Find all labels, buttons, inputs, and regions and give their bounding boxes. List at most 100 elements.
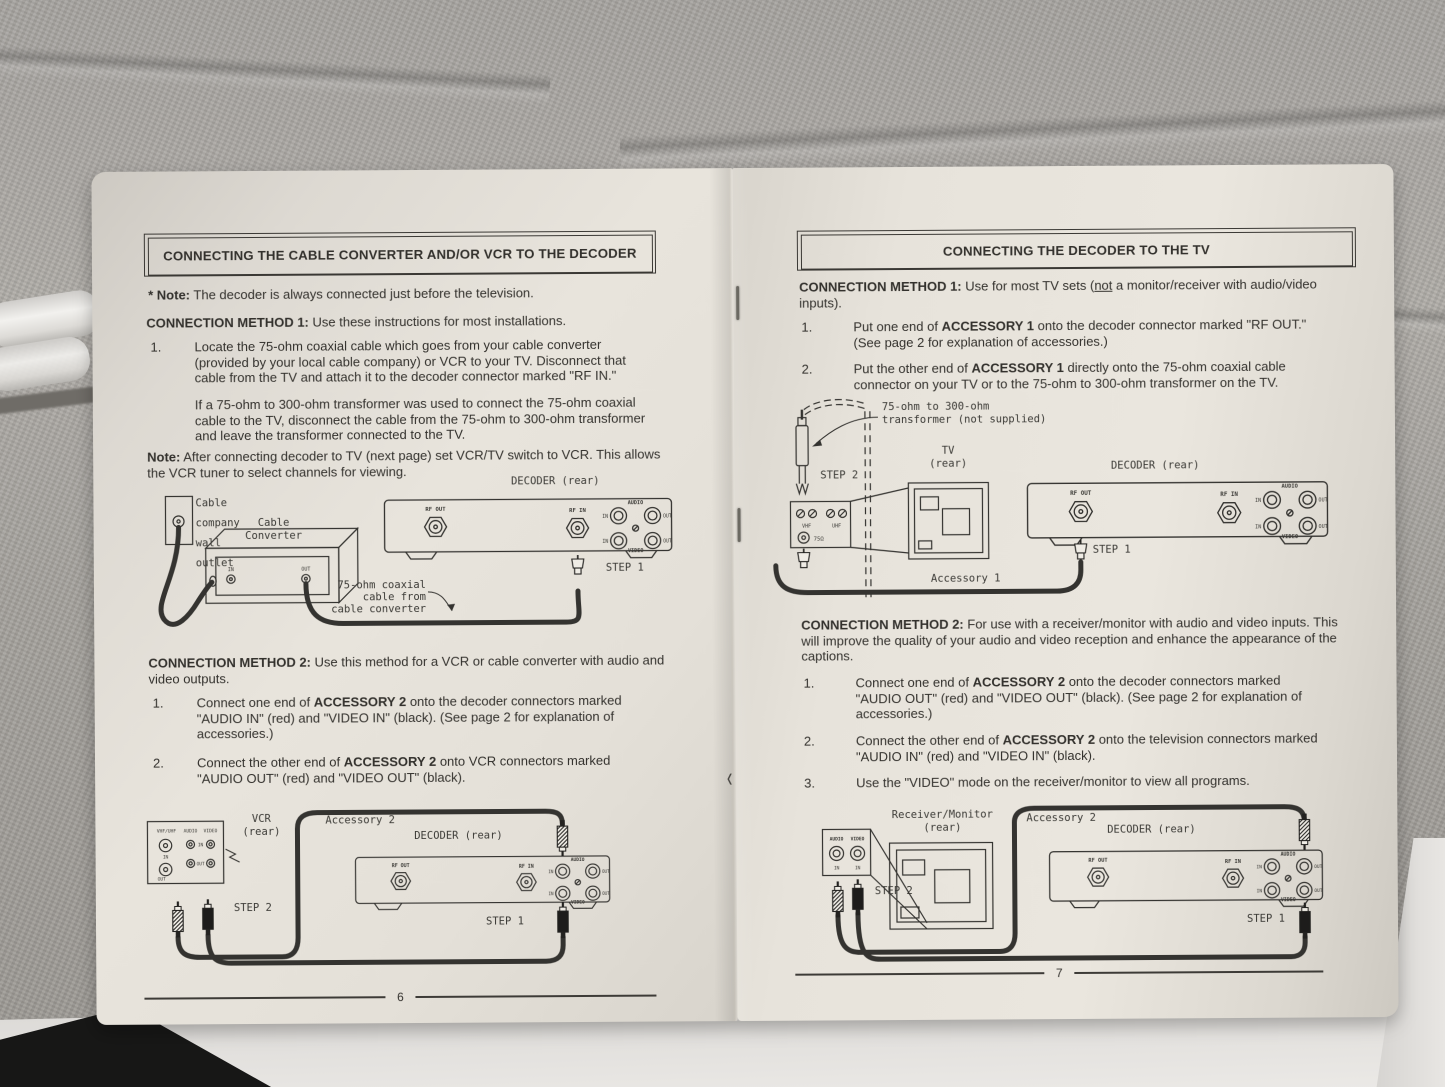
right-m2-step-3: 3. Use the "VIDEO" mode on the receiver/… [804, 772, 1332, 791]
svg-text:OUT: OUT [301, 567, 310, 573]
list-number: 2. [801, 361, 813, 377]
list-number: 1. [803, 675, 815, 691]
right-m1-step2-pre: Put the other end of [853, 360, 972, 377]
right-m2-step-2: 2. Connect the other end of ACCESSORY 2 … [804, 730, 1332, 764]
right-m1-step1-accessory: ACCESSORY 1 [941, 318, 1035, 334]
left-m2-step1-accessory: ACCESSORY 2 [313, 694, 407, 710]
svg-text:IN: IN [855, 865, 861, 871]
step1-label: STEP 1 [485, 915, 524, 928]
left-method1-diagram-art: IN OUT [158, 495, 673, 627]
right-method1-label: CONNECTION METHOD 1: [799, 278, 962, 295]
left-page-title: CONNECTING THE CABLE CONVERTER AND/OR VC… [147, 234, 653, 276]
page-6: CONNECTING THE CABLE CONVERTER AND/OR VC… [91, 168, 738, 1025]
decoder-rear-caption: DECODER (rear) [1107, 823, 1196, 836]
svg-text:UHF: UHF [832, 523, 841, 529]
fold-nick: ❬ [725, 772, 735, 786]
right-m2-step1-accessory: ACCESSORY 2 [972, 674, 1066, 690]
svg-text:IN: IN [163, 855, 169, 861]
decoder-rear-caption: DECODER (rear) [1110, 459, 1200, 472]
svg-text:IN: IN [834, 865, 840, 871]
left-page-number: 6 [397, 990, 404, 1005]
right-method2-label: CONNECTION METHOD 2: [801, 616, 964, 633]
left-note2-label: Note: [147, 449, 181, 465]
left-page-footer: 6 [144, 989, 657, 1006]
step1-label: STEP 1 [605, 561, 644, 574]
right-m2-step1-pre: Connect one end of [855, 674, 973, 691]
left-m2-step-2: 2. Connect the other end of ACCESSORY 2 … [153, 753, 663, 787]
right-m1-step2-accessory: ACCESSORY 1 [971, 360, 1064, 376]
left-method2-heading: CONNECTION METHOD 2: Use this method for… [148, 652, 673, 686]
step1-label: STEP 1 [1246, 912, 1285, 925]
coax-cable-note: 75-ohm coaxial cable from cable converte… [331, 578, 427, 616]
right-title-box: CONNECTING THE DECODER TO THE TV [796, 227, 1357, 271]
left-method1-label: CONNECTION METHOD 1: [146, 314, 309, 331]
svg-text:OUT: OUT [197, 861, 205, 867]
left-m2-step2-pre: Connect the other end of [196, 754, 344, 771]
right-method1-diagram-art: VHF UHF 75Ω [773, 399, 1329, 598]
svg-text:VIDEO: VIDEO [203, 828, 217, 834]
left-note-text: The decoder is always connected just bef… [193, 285, 534, 303]
svg-text:AUDIO: AUDIO [183, 828, 197, 834]
fabric-crease [619, 99, 1445, 171]
transformer-note: 75-ohm to 300-ohm transformer (not suppl… [881, 400, 1047, 427]
right-m1-step-1: 1. Put one end of ACCESSORY 1 onto the d… [801, 316, 1329, 350]
list-number: 2. [152, 755, 164, 771]
left-method2-diagram-art: VHF/UHF AUDIO VIDEO IN OUT IN OUT [146, 808, 611, 966]
right-m2-step2-pre: Connect the other end of [855, 732, 1003, 749]
right-method2-diagram: AUDIO VIDEO IN IN [794, 794, 1395, 968]
tv-rear-label: TV (rear) [929, 444, 968, 470]
decoder-rear-caption: DECODER (rear) [511, 474, 600, 488]
list-number: 1. [801, 319, 813, 335]
receiver-monitor-label: Receiver/Monitor (rear) [891, 808, 993, 834]
svg-text:VHF/UHF: VHF/UHF [157, 828, 177, 834]
vcr-rear-label: VCR (rear) [242, 812, 281, 839]
left-method2-diagram: VHF/UHF AUDIO VIDEO IN OUT IN OUT [133, 796, 694, 989]
left-m2-step1-pre: Connect one end of [196, 694, 314, 711]
step2-label: STEP 2 [820, 469, 859, 482]
list-number: 3. [804, 775, 816, 791]
right-method1-diagram: VHF UHF 75Ω [773, 390, 1381, 606]
right-method1-not: not [1094, 277, 1113, 293]
left-method1-heading: CONNECTION METHOD 1: Use these instructi… [146, 312, 686, 331]
svg-text:VIDEO: VIDEO [851, 836, 865, 842]
right-page-number: 7 [1055, 966, 1063, 981]
left-m1-step1-text: Locate the 75-ohm coaxial cable which go… [194, 336, 626, 386]
left-m2-step-1: 1. Connect one end of ACCESSORY 2 onto t… [153, 693, 663, 743]
left-method1-text: Use these instructions for most installa… [312, 313, 567, 330]
svg-text:AUDIO: AUDIO [830, 836, 844, 842]
decoder-rear-caption: DECODER (rear) [414, 829, 503, 843]
svg-text:IN: IN [228, 567, 234, 573]
right-m1-step-2: 2. Put the other end of ACCESSORY 1 dire… [802, 358, 1330, 392]
right-page-title: CONNECTING THE DECODER TO THE TV [800, 230, 1353, 270]
staple [737, 508, 741, 543]
svg-text:VHF: VHF [802, 524, 811, 530]
left-title-box: CONNECTING THE CABLE CONVERTER AND/OR VC… [143, 230, 657, 277]
right-m1-step1-pre: Put one end of [853, 318, 942, 335]
left-method1-diagram: IN OUT Cable company wall outlet Cable C… [145, 474, 691, 653]
step2-label: STEP 2 [874, 884, 913, 898]
list-number: 2. [803, 733, 815, 749]
footer-rule [415, 994, 657, 999]
right-m2-step-1: 1. Connect one end of ACCESSORY 2 onto t… [803, 672, 1331, 722]
cable-converter-label: Cable Converter [245, 516, 303, 543]
footer-rule [1074, 970, 1324, 974]
right-method1-pre: Use for most TV sets ( [965, 277, 1095, 294]
list-number: 1. [152, 695, 164, 711]
manual-booklet: CONNECTING THE CABLE CONVERTER AND/OR VC… [91, 164, 1399, 1025]
list-number: 1. [150, 339, 162, 355]
step2-label: STEP 2 [233, 901, 272, 915]
right-method2-diagram-art: AUDIO VIDEO IN IN [821, 804, 1324, 962]
right-method2-heading: CONNECTION METHOD 2: For use with a rece… [801, 614, 1346, 664]
left-m1-step1b-text: If a 75-ohm to 300-ohm transformer was u… [194, 394, 646, 444]
right-page-footer: 7 [795, 964, 1324, 981]
footer-rule [795, 972, 1044, 976]
left-note: * Note: The decoder is always connected … [148, 284, 668, 303]
footer-rule [144, 996, 386, 1000]
page-7: CONNECTING THE DECODER TO THE TV CONNECT… [732, 164, 1399, 1022]
accessory1-label: Accessory 1 [930, 572, 1001, 585]
right-m2-step3-text: Use the "VIDEO" mode on the receiver/mon… [856, 772, 1250, 791]
accessory2-label: Accessory 2 [325, 814, 395, 827]
fabric-crease [0, 45, 551, 105]
left-note-label: * Note: [148, 287, 191, 303]
svg-text:IN: IN [198, 842, 204, 848]
